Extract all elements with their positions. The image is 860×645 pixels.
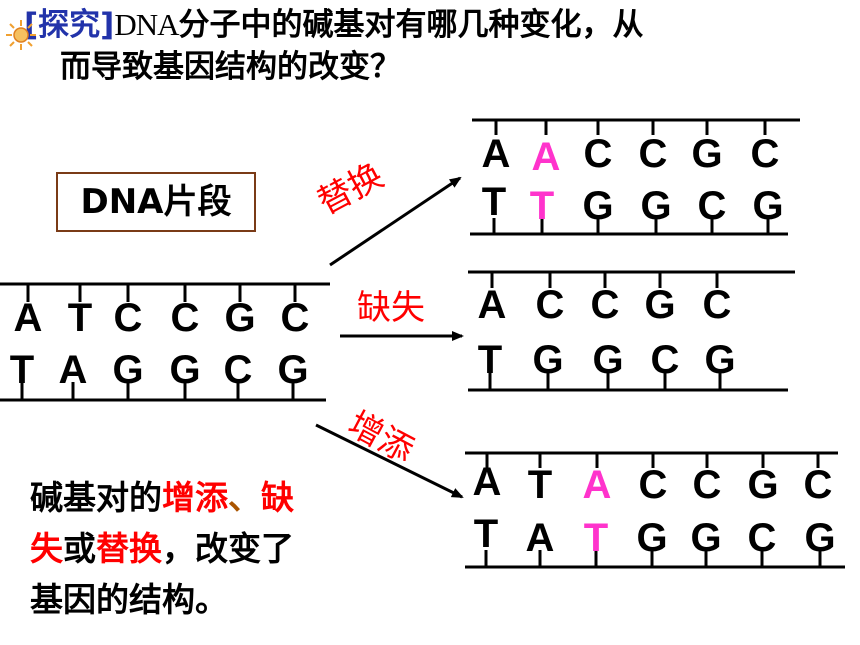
- summary-insertion: 增添: [162, 478, 228, 517]
- mutated-base: A: [531, 135, 561, 179]
- summary-deletion-part2: 失: [30, 529, 63, 568]
- base: C: [750, 132, 780, 176]
- base: G: [691, 132, 723, 176]
- base: T: [481, 180, 507, 224]
- summary-text: 碱基对的增添、缺失或替换，改变了基因的结构。: [30, 472, 370, 625]
- summary-part: 碱基对的: [30, 478, 162, 517]
- question-text: [探究]DNA分子中的碱基对有哪几种变化，从 而导致基因结构的改变？: [6, 4, 854, 88]
- summary-part: 或: [63, 529, 96, 568]
- base: A: [13, 296, 43, 340]
- summary-separator: 、: [228, 478, 261, 517]
- base: C: [638, 463, 668, 507]
- base: C: [650, 338, 680, 382]
- question-line1: 分子中的碱基对有哪几种变化，从: [178, 7, 644, 43]
- base: G: [644, 283, 676, 327]
- base: A: [472, 460, 502, 504]
- sun-bullet-icon: [6, 20, 36, 50]
- base: G: [690, 516, 722, 560]
- base: C: [692, 463, 722, 507]
- inserted-base: A: [582, 463, 612, 507]
- base: T: [67, 296, 93, 340]
- question-line2: 而导致基因结构的改变？: [60, 49, 401, 85]
- deletion-strand-lines: [468, 270, 795, 392]
- substitution-strand-lines: [470, 118, 800, 236]
- deletion-label: 缺失: [357, 288, 425, 328]
- base: G: [592, 338, 624, 382]
- base: G: [532, 338, 564, 382]
- insertion-strand-lines: [465, 451, 845, 569]
- original-strand-lines: [0, 282, 330, 402]
- base: G: [224, 296, 256, 340]
- base: C: [170, 296, 200, 340]
- base: G: [704, 338, 736, 382]
- mutated-base: T: [529, 184, 555, 228]
- base: C: [803, 463, 833, 507]
- base: C: [590, 283, 620, 327]
- question-tag: [探究]: [24, 7, 115, 43]
- base: T: [473, 512, 499, 556]
- substitution-arrow: [329, 176, 462, 267]
- base: C: [113, 296, 143, 340]
- dna-fragment-label: DNA片段: [56, 172, 256, 232]
- summary-substitution: 替换: [96, 529, 162, 568]
- base: A: [481, 132, 511, 176]
- base: C: [535, 283, 565, 327]
- base: G: [640, 184, 672, 228]
- base: G: [636, 516, 668, 560]
- base: G: [747, 463, 779, 507]
- base: C: [280, 296, 310, 340]
- base: A: [477, 283, 507, 327]
- base: T: [477, 338, 503, 382]
- base: A: [58, 348, 88, 392]
- summary-part: ，改变了: [162, 529, 294, 568]
- question-acronym: DNA: [114, 7, 179, 42]
- base: G: [169, 348, 201, 392]
- base: C: [702, 283, 732, 327]
- base: A: [525, 516, 555, 560]
- base: C: [223, 348, 253, 392]
- inserted-base: T: [583, 516, 609, 560]
- base: C: [583, 132, 613, 176]
- base: G: [277, 348, 309, 392]
- base: G: [804, 516, 836, 560]
- base: C: [747, 516, 777, 560]
- base: C: [697, 184, 727, 228]
- summary-part: 基因的结构。: [30, 580, 228, 619]
- summary-deletion-part1: 缺: [261, 478, 294, 517]
- base: G: [112, 348, 144, 392]
- base: G: [752, 184, 784, 228]
- base: C: [638, 132, 668, 176]
- base: T: [9, 348, 35, 392]
- base: G: [582, 184, 614, 228]
- base: T: [527, 463, 553, 507]
- insertion-arrow: [315, 423, 464, 499]
